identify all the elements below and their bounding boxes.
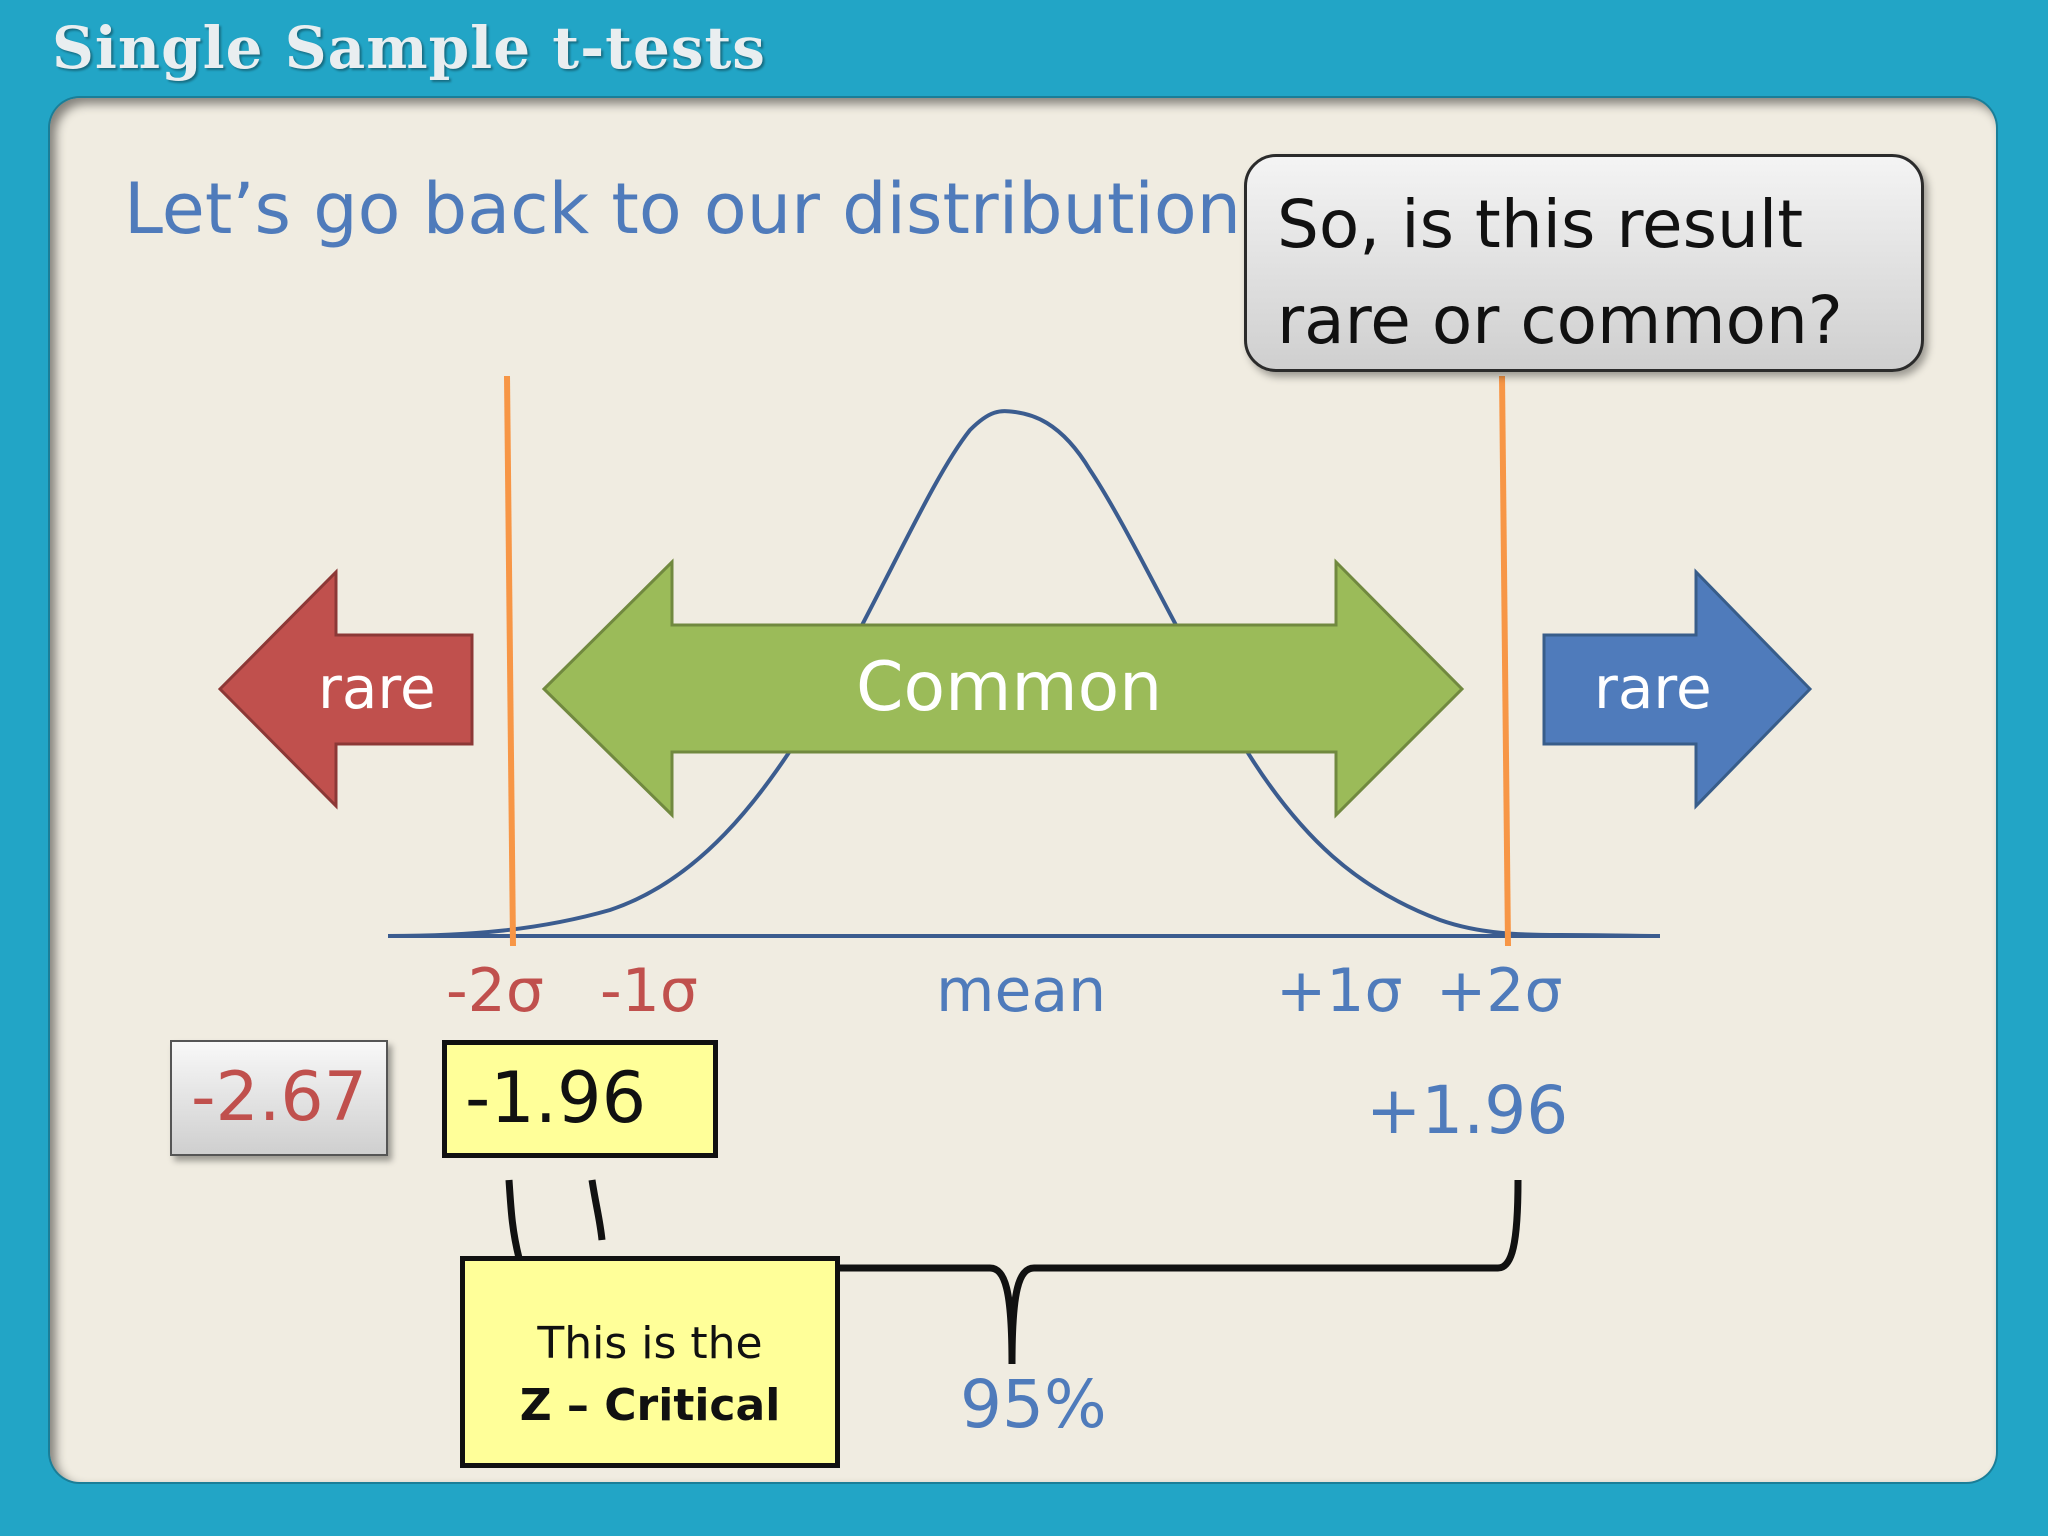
note-line-2: Z – Critical xyxy=(519,1380,781,1431)
common-double-arrow xyxy=(541,558,1465,819)
rare-right-label: rare xyxy=(1594,654,1712,722)
note-line-1: This is the xyxy=(537,1318,763,1369)
label-minus-2-sigma: -2σ xyxy=(446,956,544,1026)
sample-result-box: -2.67 xyxy=(170,1040,388,1156)
callout-line-2: rare or common? xyxy=(1277,282,1843,359)
z-critical-high-label: +1.96 xyxy=(1366,1072,1569,1149)
label-plus-2-sigma: +2σ xyxy=(1436,956,1563,1026)
common-label: Common xyxy=(856,648,1163,727)
rare-left-arrow xyxy=(217,568,474,810)
critical-line-right xyxy=(1499,375,1511,947)
coverage-label: 95% xyxy=(960,1366,1107,1443)
label-minus-1-sigma: -1σ xyxy=(600,956,698,1026)
label-plus-1-sigma: +1σ xyxy=(1276,956,1403,1026)
coverage-brace xyxy=(840,1179,1522,1365)
z-critical-low-box: -1.96 xyxy=(442,1040,718,1158)
z-critical-note: This is the Z – Critical xyxy=(460,1256,840,1468)
question-callout: So, is this result rare or common? xyxy=(1244,154,1924,372)
rare-left-label: rare xyxy=(318,654,436,722)
critical-line-left xyxy=(504,375,516,947)
connector-left-a xyxy=(505,1179,523,1259)
normal-curve xyxy=(387,409,1661,938)
connector-left-b xyxy=(588,1179,606,1241)
slide-heading: Let’s go back to our distribution: xyxy=(124,168,1265,250)
callout-line-1: So, is this result xyxy=(1277,186,1804,263)
slide-title: Single Sample t-tests xyxy=(52,14,766,82)
label-mean: mean xyxy=(936,956,1107,1026)
rare-right-arrow xyxy=(1542,568,1813,810)
